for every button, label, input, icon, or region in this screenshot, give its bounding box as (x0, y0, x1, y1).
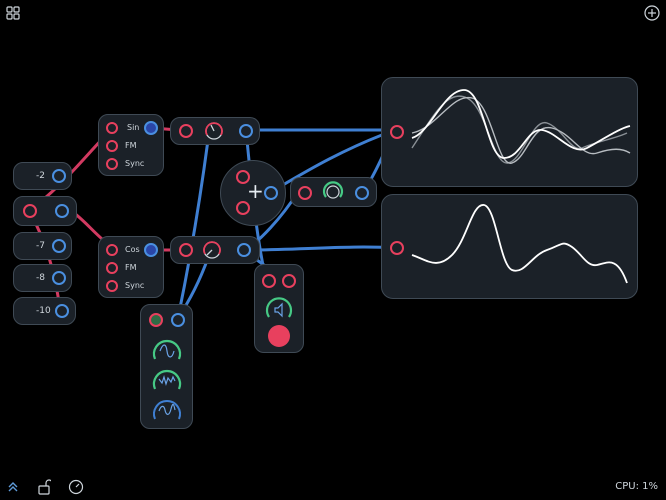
scope-module-1[interactable] (381, 77, 638, 187)
gain-knob[interactable] (201, 239, 223, 261)
output-port[interactable] (55, 304, 69, 318)
freq-input-port[interactable] (106, 244, 118, 256)
output-port[interactable] (355, 186, 369, 200)
input-port-a[interactable] (236, 170, 250, 184)
noise-shape-knob[interactable] (150, 365, 184, 395)
constant-value: -8 (36, 273, 45, 283)
output-port[interactable] (144, 243, 158, 257)
gauge-icon[interactable] (68, 479, 84, 495)
constant-module-4[interactable]: -10 (13, 297, 76, 325)
output-port[interactable] (52, 271, 66, 285)
node-module[interactable] (13, 196, 77, 226)
output-port[interactable] (52, 169, 66, 183)
wave-label: Sin (127, 123, 140, 132)
scope-input-port[interactable] (390, 241, 404, 255)
output-port[interactable] (55, 204, 69, 218)
speaker-module[interactable] (254, 264, 304, 353)
output-port[interactable] (237, 243, 251, 257)
sync-label: Sync (125, 281, 145, 290)
vca-module-1[interactable] (170, 117, 260, 145)
input-port[interactable] (179, 243, 193, 257)
constant-value: -10 (36, 306, 51, 316)
chevron-up-icon[interactable] (6, 480, 20, 494)
cpu-usage-label: CPU: 1% (615, 481, 658, 492)
output-port[interactable] (171, 313, 185, 327)
constant-module-1[interactable]: -2 (13, 162, 72, 190)
sync-input-port[interactable] (106, 158, 118, 170)
input-port[interactable] (23, 204, 37, 218)
wave-shape-knob[interactable] (150, 395, 184, 425)
plus-circle-icon[interactable] (644, 5, 660, 21)
oscillator-module-sin[interactable]: Sin FM Sync (98, 114, 164, 176)
constant-module-2[interactable]: -7 (13, 232, 72, 260)
scope-module-2[interactable] (381, 194, 638, 299)
freq-input-port[interactable] (106, 122, 118, 134)
gate-input-port[interactable] (149, 313, 163, 327)
grid-icon[interactable] (6, 6, 20, 20)
cable-blue-2 (244, 245, 399, 252)
sync-label: Sync (125, 159, 145, 168)
unlock-icon[interactable] (37, 479, 51, 495)
output-port[interactable] (239, 124, 253, 138)
input-port-b[interactable] (236, 201, 250, 215)
fm-label: FM (125, 141, 137, 150)
cutoff-knob[interactable] (321, 180, 345, 204)
constant-module-3[interactable]: -8 (13, 264, 72, 292)
vca-module-2[interactable] (170, 236, 260, 264)
oscillator-module-cos[interactable]: Cos FM Sync (98, 236, 164, 298)
input-port[interactable] (179, 124, 193, 138)
right-input-port[interactable] (282, 274, 296, 288)
constant-value: -2 (36, 171, 45, 181)
constant-value: -7 (36, 241, 45, 251)
fm-input-port[interactable] (106, 262, 118, 274)
cable-blue-4 (176, 138, 210, 320)
mixer-module[interactable]: + (220, 160, 286, 226)
output-port[interactable] (52, 239, 66, 253)
plus-icon: + (247, 179, 264, 203)
scope-input-port[interactable] (390, 125, 404, 139)
fm-input-port[interactable] (106, 140, 118, 152)
sine-shape-knob[interactable] (150, 335, 184, 365)
wave-label: Cos (125, 245, 140, 254)
output-port[interactable] (264, 186, 278, 200)
shape-module[interactable] (140, 304, 193, 429)
scope-waveform-1 (411, 89, 631, 164)
sync-input-port[interactable] (106, 280, 118, 292)
output-port[interactable] (144, 121, 158, 135)
fm-label: FM (125, 263, 137, 272)
input-port[interactable] (298, 186, 312, 200)
filter-module[interactable] (290, 177, 377, 207)
record-button[interactable] (268, 325, 290, 347)
volume-knob[interactable] (264, 295, 294, 325)
gain-knob[interactable] (203, 120, 225, 142)
left-input-port[interactable] (262, 274, 276, 288)
scope-waveform-2 (411, 204, 628, 284)
